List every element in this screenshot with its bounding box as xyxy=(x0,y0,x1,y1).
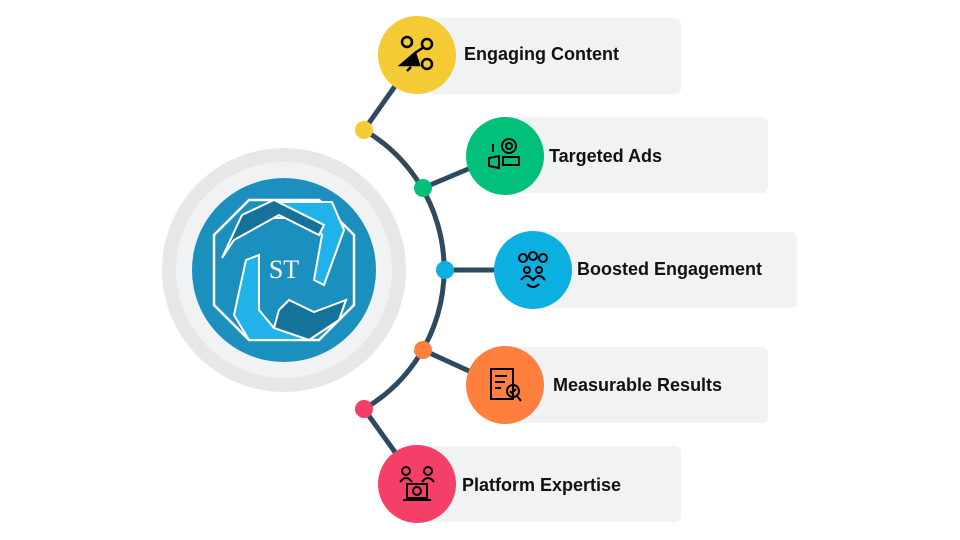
item-label-1: Engaging Content xyxy=(464,44,619,64)
item-label-3: Boosted Engagement xyxy=(577,259,763,279)
team-laptop-globe-icon xyxy=(378,445,456,523)
item-label-2: Targeted Ads xyxy=(549,146,663,166)
megaphone-social-icon xyxy=(378,16,456,94)
dot-5 xyxy=(355,400,373,418)
audience-magnet-icon xyxy=(494,231,572,309)
dot-2 xyxy=(414,179,432,197)
target-ads-icon xyxy=(466,117,544,195)
checklist-magnifier-icon xyxy=(466,346,544,424)
logo-text: ST xyxy=(269,255,299,284)
item-card-1 xyxy=(417,18,681,94)
dot-1 xyxy=(355,121,373,139)
item-label-5: Platform Expertise xyxy=(462,475,622,495)
dot-3 xyxy=(436,261,454,279)
item-label-4: Measurable Results xyxy=(553,375,723,395)
item-card-4 xyxy=(505,347,768,423)
logo: ST xyxy=(162,148,406,392)
dot-4 xyxy=(414,341,432,359)
item-card-3 xyxy=(533,232,797,308)
item-card-2 xyxy=(505,117,768,193)
item-card-5 xyxy=(417,446,681,522)
